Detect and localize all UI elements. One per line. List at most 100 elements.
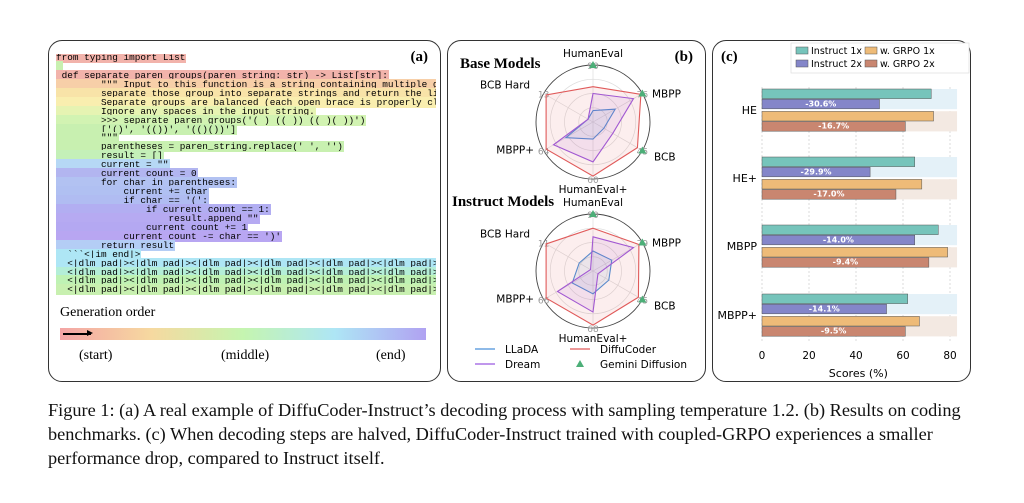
code-line-text: from typing import List bbox=[56, 54, 187, 63]
bar-instruct-2x bbox=[761, 166, 871, 178]
drop-annotation-instruct: -30.6% bbox=[805, 100, 836, 109]
code-line-text: current count = 0 bbox=[56, 168, 198, 180]
code-line: def separate paren groups(paren string: … bbox=[56, 69, 436, 81]
bar-instruct-1x bbox=[761, 224, 939, 235]
code-line: current count += 1 bbox=[56, 221, 436, 233]
generation-order-label: Generation order bbox=[60, 305, 156, 320]
figure-caption: Figure 1: (a) A real example of DiffuCod… bbox=[48, 400, 961, 468]
category-label: MBPP+ bbox=[717, 309, 757, 322]
code-line-text: <|dlm pad|><|dlm pad|><|dlm pad|><|dlm p… bbox=[56, 257, 436, 269]
legend-swatch-gemini bbox=[576, 360, 584, 367]
legend-label: w. GRPO 1x bbox=[880, 46, 935, 57]
bar-w-grpo-2x bbox=[761, 121, 906, 132]
legend-label: Instruct 1x bbox=[811, 46, 862, 57]
code-line-text: separate those group into separate strin… bbox=[56, 87, 436, 99]
code-line: Ignore any spaces in the input string. bbox=[56, 105, 436, 117]
code-line-text: if char == '(': bbox=[56, 195, 209, 206]
radar-axis-label: MBPP+ bbox=[496, 145, 534, 157]
code-line: result = [] bbox=[56, 150, 436, 162]
legend-label-diffucoder: DiffuCoder bbox=[600, 344, 657, 356]
code-line-text: ['()', '(())', '(()())'] bbox=[56, 123, 238, 135]
drop-annotation-instruct: -29.9% bbox=[801, 168, 832, 177]
bar-w-grpo-1x bbox=[761, 111, 934, 122]
code-line-text: result = [] bbox=[56, 150, 164, 162]
code-line: current = "" bbox=[56, 159, 436, 171]
legend-label: w. GRPO 2x bbox=[880, 59, 935, 70]
radar-axis-label: HumanEval+ bbox=[559, 333, 628, 345]
middle-label: (middle) bbox=[221, 348, 270, 363]
legend-label: Instruct 2x bbox=[811, 59, 862, 70]
radar-axis bbox=[592, 270, 643, 300]
code-line-text: """ bbox=[56, 132, 119, 144]
code-line: separate those group into separate strin… bbox=[56, 87, 436, 99]
bar-w-grpo-2x bbox=[761, 326, 906, 337]
x-axis-label: Scores (%) bbox=[829, 367, 888, 380]
legend-box bbox=[790, 42, 970, 74]
panel-a-decoding-example: (a) from typing import List def separate… bbox=[48, 40, 441, 382]
radar-series-dream bbox=[556, 236, 635, 313]
code-line: if current count == 1: bbox=[56, 203, 436, 215]
generation-order-gradient-bar bbox=[60, 328, 426, 340]
bar-instruct-1x bbox=[761, 88, 932, 99]
code-line-text: Separate groups are balanced (each open … bbox=[56, 96, 436, 108]
bar-w-grpo-1x bbox=[761, 179, 923, 190]
code-line-text: current = "" bbox=[56, 159, 170, 171]
code-line-text: return result bbox=[56, 239, 176, 251]
radar-axis-label: BCB bbox=[654, 152, 676, 164]
code-line: current count -= char == ')' bbox=[56, 230, 436, 242]
arrow-right-icon bbox=[63, 330, 93, 336]
radar-series-dream bbox=[552, 92, 635, 163]
radar-axis bbox=[543, 93, 594, 123]
code-line-text: <|dlm pad|><|dlm pad|><|dlm pad|><|dlm p… bbox=[56, 284, 436, 296]
radar-axis-label: HumanEval+ bbox=[559, 184, 628, 196]
radar-axis-max-label: 11 bbox=[538, 240, 549, 250]
radar-axis-max-label: 60 bbox=[587, 176, 599, 186]
bar-instruct-2x bbox=[761, 234, 915, 246]
gemini-diffusion-marker bbox=[589, 61, 597, 68]
legend-label-gemini: Gemini Diffusion bbox=[600, 359, 687, 371]
gemini-diffusion-marker bbox=[638, 295, 647, 303]
gemini-diffusion-marker bbox=[638, 89, 647, 97]
code-line: """ bbox=[56, 132, 436, 144]
legend-label-dream: Dream bbox=[505, 359, 540, 371]
code-line: result.append "" bbox=[56, 212, 436, 224]
drop-annotation-instruct: -14.0% bbox=[823, 236, 854, 245]
radar-title: Base Models bbox=[460, 56, 541, 72]
code-line-text: <|dlm pad|><|dlm pad|><|dlm pad|><|dlm p… bbox=[56, 266, 436, 278]
radar-axis-label: BCB Hard bbox=[480, 229, 530, 241]
code-line-text bbox=[56, 60, 63, 72]
code-line bbox=[56, 60, 436, 72]
bar-instruct-1x bbox=[761, 293, 908, 304]
x-tick-label: 0 bbox=[759, 350, 766, 362]
x-tick-label: 60 bbox=[896, 350, 909, 362]
radar-axis bbox=[543, 270, 594, 300]
code-line: if char == '(': bbox=[56, 195, 436, 206]
radar-svg: Base ModelsHumanEval90MBPP76BCB45HumanEv… bbox=[452, 48, 687, 371]
code-line: return result bbox=[56, 239, 436, 251]
bar-w-grpo-2x bbox=[761, 189, 897, 200]
code-line: """ Input to this function is a string c… bbox=[56, 78, 436, 90]
radar-axis-max-label: 64 bbox=[538, 148, 550, 158]
radar-series-diffucoder bbox=[545, 227, 640, 326]
bar-w-grpo-2x bbox=[761, 257, 930, 268]
code-line: >>> separate paren groups('( ) (( )) (( … bbox=[56, 114, 436, 126]
panel-c-label: (c) bbox=[721, 49, 738, 65]
code-line-text: ```<|im end|> bbox=[56, 248, 142, 260]
code-block: from typing import List def separate par… bbox=[56, 54, 436, 296]
code-line-text: if current count == 1: bbox=[56, 203, 271, 215]
code-line: <|dlm pad|><|dlm pad|><|dlm pad|><|dlm p… bbox=[56, 284, 436, 296]
radar-series-llada bbox=[571, 250, 613, 295]
radar-axis-label: BCB bbox=[654, 301, 676, 313]
category-label: MBPP bbox=[727, 240, 758, 253]
category-label: HE+ bbox=[733, 172, 757, 185]
radar-axis-label: MBPP bbox=[652, 89, 681, 101]
drop-annotation-grpo: -16.7% bbox=[818, 121, 849, 130]
code-line-text: <|dlm pad|><|dlm pad|><|dlm pad|><|dlm p… bbox=[56, 275, 436, 287]
code-line-text: >>> separate paren groups('( ) (( )) (( … bbox=[56, 114, 367, 126]
drop-annotation-grpo: -9.4% bbox=[833, 257, 859, 266]
gemini-diffusion-marker bbox=[638, 146, 647, 154]
radar-axis-max-label: 66 bbox=[538, 297, 550, 307]
code-line: <|dlm pad|><|dlm pad|><|dlm pad|><|dlm p… bbox=[56, 275, 436, 287]
